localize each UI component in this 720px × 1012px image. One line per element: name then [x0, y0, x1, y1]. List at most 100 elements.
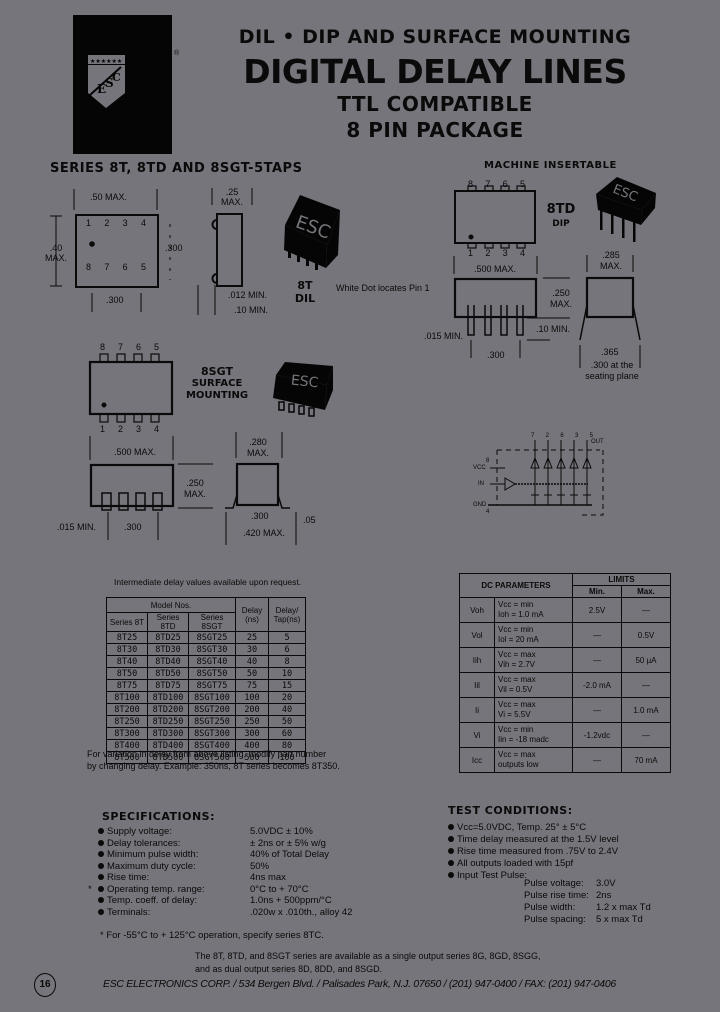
bt-height-dim: .40 MAX.: [44, 243, 67, 263]
svg-text:★★★★★★: ★★★★★★: [90, 58, 122, 65]
schematic-gnd-pin: 4: [486, 509, 490, 515]
machine-insertable-label: MACHINE INSERTABLE: [484, 160, 617, 171]
test-conditions-title: TEST CONDITIONS:: [448, 804, 573, 817]
dc-symbol: Iih: [459, 647, 495, 673]
specifications-footnote: * For -55°C to + 125°C operation, specif…: [100, 930, 324, 941]
bt-standoff-dim: .10 MIN.: [234, 305, 269, 315]
bullet-icon: [98, 874, 104, 881]
dc-max: —: [621, 722, 671, 748]
sgt-inner-dim: .300: [251, 511, 269, 521]
availability-note: The 8T, 8TD, and 8SGT series are availab…: [195, 951, 541, 974]
schematic-gnd-label: GND: [473, 502, 487, 508]
spec-item: *Temp. coeff. of delay:1.0ns + 500ppm/°C: [98, 895, 352, 907]
dc-min: —: [572, 647, 622, 673]
dc-symbol: Voh: [459, 597, 495, 623]
specifications-list: *Supply voltage:5.0VDC ± 10%*Delay toler…: [88, 826, 352, 919]
schematic-vcc-pin: 8: [486, 458, 490, 464]
std-span-dim: .365: [601, 347, 619, 357]
sgt-pin-spacing-dim: .300: [124, 522, 142, 532]
std-width-dim: .500 MAX.: [474, 264, 517, 274]
dc-min: 2.5V: [572, 597, 622, 623]
models-table: Model Nos. Delay (ns) Delay/ Tap(ns) Ser…: [106, 597, 306, 764]
header-ttl: TTL COMPATIBLE: [337, 92, 533, 116]
bullet-icon: [448, 860, 454, 867]
spec-item: *Operating temp. range:0°C to + 70°C: [88, 883, 309, 895]
dc-max: —: [621, 672, 671, 698]
bt-lead-dim: .012 MIN.: [228, 290, 268, 300]
delay-line-schematic: [488, 440, 604, 516]
bt-row-spacing-dim: .300: [165, 243, 183, 253]
svg-text:C: C: [112, 71, 121, 84]
header-subtitle: DIL • DIP AND SURFACE MOUNTING: [238, 26, 632, 48]
registered-mark: ®: [174, 50, 180, 57]
pulse-item: Pulse width:1.2 x max Td: [524, 902, 651, 913]
bullet-icon: [98, 897, 104, 904]
spec-item: *Rise time:4ns max: [98, 872, 352, 884]
bt-depth-dim: .25 MAX.: [220, 187, 243, 207]
svg-text:S: S: [105, 76, 114, 90]
section-title: SERIES 8T, 8TD AND 8SGT-5TAPS: [50, 161, 303, 176]
dc-symbol: Vi: [459, 722, 495, 748]
sgt-foot-dim: .05: [303, 515, 316, 525]
models-intro: Intermediate delay values available upon…: [114, 577, 302, 587]
dc-symbol: Vol: [459, 622, 495, 648]
spec-item: *Supply voltage:5.0VDC ± 10%: [98, 826, 352, 838]
dc-min: —: [572, 747, 622, 773]
header-package: 8 PIN PACKAGE: [346, 118, 524, 142]
dc-min: —: [572, 697, 622, 723]
spec-item: *Minimum pulse width:40% of Total Delay: [98, 849, 352, 861]
schematic-in-label: IN: [478, 481, 484, 487]
bt-chip-image: ESC: [284, 195, 340, 270]
bullet-icon: [98, 851, 104, 858]
svg-text:ESC: ESC: [290, 373, 319, 392]
sgt-width-dim: .500 MAX.: [114, 447, 157, 457]
sgt-height-dim: .250 MAX.: [183, 478, 206, 499]
dc-max: 0.5V: [621, 622, 671, 648]
svg-text:E: E: [97, 82, 106, 96]
schematic-vcc-label: VCC: [473, 465, 486, 471]
pulse-item: Pulse rise time:2ns: [524, 890, 612, 901]
dc-max: 70 mA: [621, 747, 671, 773]
dc-symbol: Icc: [459, 747, 495, 773]
bullet-icon: [98, 885, 104, 892]
spec-item: *Terminals:.020w x .010th., alloy 42: [98, 907, 352, 919]
std-lead-dim: .015 MIN.: [424, 331, 464, 341]
dc-max: 1.0 mA: [621, 697, 671, 723]
bullet-icon: [98, 828, 104, 835]
pin1-note: White Dot locates Pin 1: [336, 283, 430, 293]
specifications-title: SPECIFICATIONS:: [102, 810, 215, 823]
test-condition-item: All outputs loaded with 15pf: [448, 858, 619, 870]
page-number: 16: [34, 973, 56, 997]
dc-min: -1.2vdc: [572, 722, 622, 748]
std-height-dim: .250 MAX.: [549, 288, 572, 309]
test-condition-item: Time delay measured at the 1.5V level: [448, 834, 619, 846]
dc-max: 50 µA: [621, 647, 671, 673]
sgt-chip-image: ESC: [273, 362, 333, 417]
